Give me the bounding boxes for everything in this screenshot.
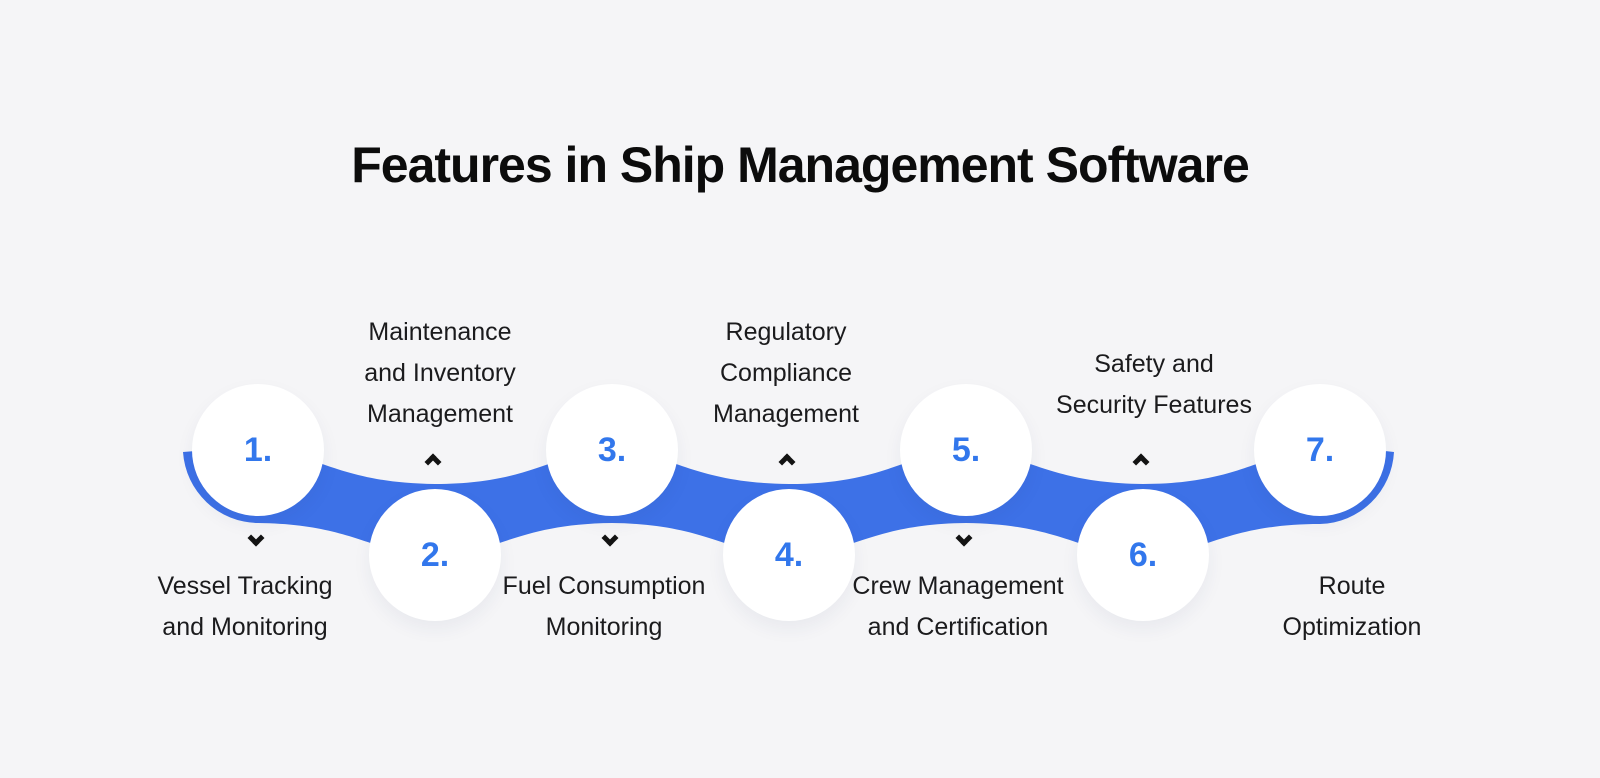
step-circle: 1. xyxy=(192,384,324,516)
step-circle: 7. xyxy=(1254,384,1386,516)
step-label-line: Vessel Tracking xyxy=(157,572,333,600)
chevron-down-icon xyxy=(955,529,973,547)
chevron-down-icon xyxy=(247,529,265,547)
step-label-line: Crew Management xyxy=(852,572,1064,600)
step-number: 5. xyxy=(951,431,981,469)
chevron-up-icon xyxy=(1132,453,1150,471)
step-circle: 2. xyxy=(369,489,501,621)
step-label-line: Management xyxy=(367,400,513,428)
step-label-line: Safety and xyxy=(1094,350,1214,378)
step-circle: 3. xyxy=(546,384,678,516)
step-number: 1. xyxy=(243,431,273,469)
step-number: 3. xyxy=(597,431,627,469)
step-circle: 6. xyxy=(1077,489,1209,621)
step-number: 7. xyxy=(1305,431,1335,469)
step-label-line: Fuel Consumption xyxy=(502,572,706,600)
step-label-line: and Inventory xyxy=(364,359,516,387)
step-label-line: and Certification xyxy=(867,613,1049,641)
page-title: Features in Ship Management Software xyxy=(351,137,1250,193)
step-label: Crew Management and Certification xyxy=(788,566,1128,648)
step-label-line: Compliance xyxy=(719,359,852,387)
chevron-up-icon xyxy=(424,453,442,471)
step-number: 4. xyxy=(774,536,804,574)
step-label-line: Management xyxy=(713,400,859,428)
step-label-line: Maintenance xyxy=(368,318,512,346)
step-circle: 4. xyxy=(723,489,855,621)
step-label-line: Route xyxy=(1318,572,1386,600)
chevron-down-icon xyxy=(601,529,619,547)
step-label: Vessel Tracking and Monitoring xyxy=(75,566,415,648)
step-circle: 5. xyxy=(900,384,1032,516)
step-label-line: Regulatory xyxy=(725,318,847,346)
step-label-line: Security Features xyxy=(1056,391,1252,419)
chevron-up-icon xyxy=(778,453,796,471)
step-label-line: Optimization xyxy=(1282,613,1422,641)
step-label-line: and Monitoring xyxy=(162,613,328,641)
step-number: 6. xyxy=(1128,536,1158,574)
step-label-line: Monitoring xyxy=(545,613,663,641)
step-number: 2. xyxy=(420,536,450,574)
